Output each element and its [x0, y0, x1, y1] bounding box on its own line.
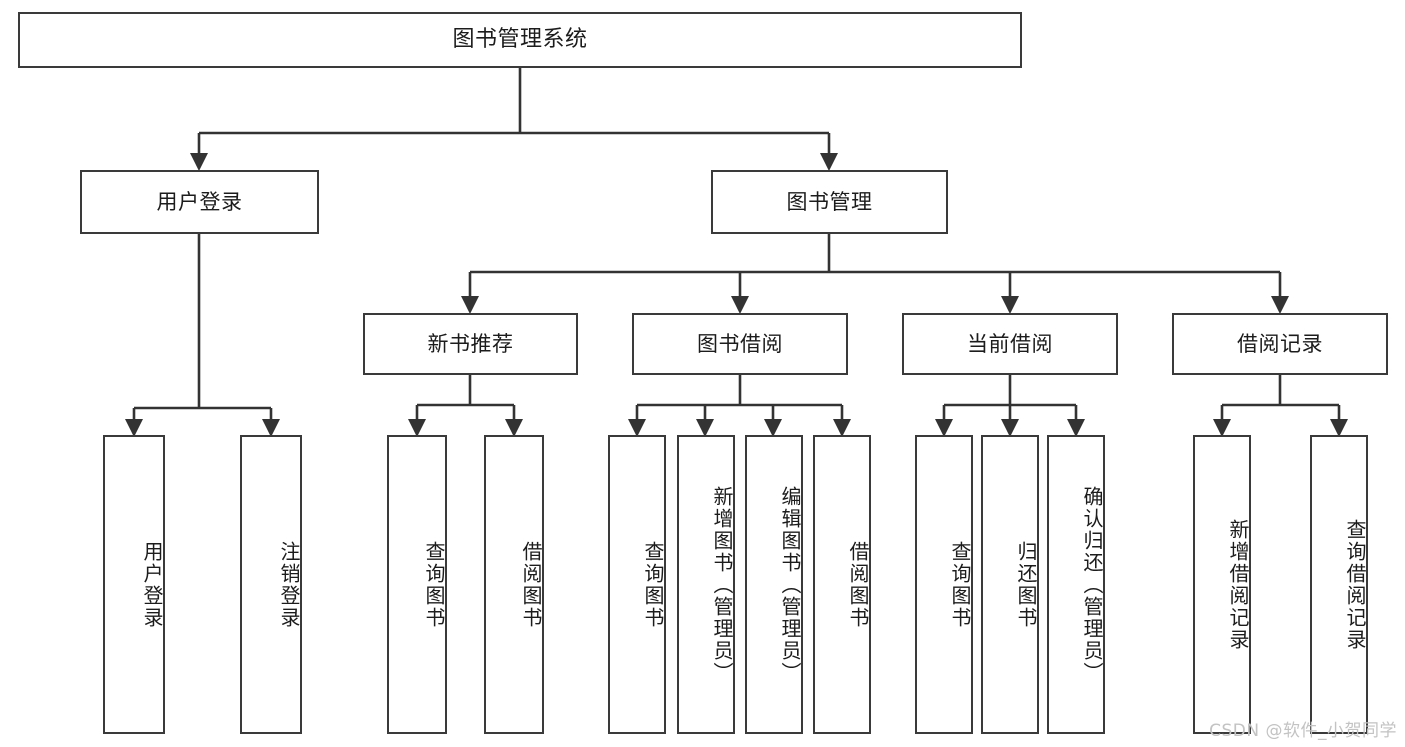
- node-leaf-user-login-label: 用户登录: [140, 540, 164, 629]
- node-leaf-borrow-book-2-label: 借阅图书: [846, 540, 870, 629]
- node-leaf-confirm-return-admin-label: 确认归还（管理员）: [1080, 485, 1104, 684]
- node-leaf-query-book-2-label: 查询图书: [641, 540, 665, 629]
- node-leaf-edit-book-admin[interactable]: 编辑图书（管理员）: [745, 435, 803, 734]
- node-leaf-query-book-3-label: 查询图书: [948, 540, 972, 629]
- node-leaf-logout-login-label: 注销登录: [277, 540, 301, 629]
- node-leaf-query-borrow-record-label: 查询借阅记录: [1343, 518, 1367, 651]
- node-leaf-borrow-book-1-label: 借阅图书: [519, 540, 543, 629]
- node-root-system[interactable]: 图书管理系统: [18, 12, 1022, 68]
- node-borrow-record-label: 借阅记录: [1237, 331, 1323, 356]
- node-current-borrow[interactable]: 当前借阅: [902, 313, 1118, 375]
- node-leaf-add-book-admin[interactable]: 新增图书（管理员）: [677, 435, 735, 734]
- node-leaf-add-borrow-record[interactable]: 新增借阅记录: [1193, 435, 1251, 734]
- node-new-book-recommend-label: 新书推荐: [427, 331, 514, 356]
- node-root-label: 图书管理系统: [452, 27, 588, 53]
- node-leaf-borrow-book-2[interactable]: 借阅图书: [813, 435, 871, 734]
- node-leaf-return-book-label: 归还图书: [1014, 540, 1038, 629]
- node-leaf-return-book[interactable]: 归还图书: [981, 435, 1039, 734]
- node-book-manage[interactable]: 图书管理: [711, 170, 948, 234]
- node-leaf-user-login[interactable]: 用户登录: [103, 435, 165, 734]
- node-leaf-query-borrow-record[interactable]: 查询借阅记录: [1310, 435, 1368, 734]
- node-leaf-logout-login[interactable]: 注销登录: [240, 435, 302, 734]
- node-leaf-confirm-return-admin[interactable]: 确认归还（管理员）: [1047, 435, 1105, 734]
- node-borrow-record[interactable]: 借阅记录: [1172, 313, 1388, 375]
- csdn-watermark: CSDN @软件_小贺同学: [1209, 721, 1397, 741]
- node-user-login[interactable]: 用户登录: [80, 170, 319, 234]
- node-leaf-query-book-3[interactable]: 查询图书: [915, 435, 973, 734]
- node-user-login-label: 用户登录: [156, 189, 243, 214]
- node-leaf-borrow-book-1[interactable]: 借阅图书: [484, 435, 544, 734]
- node-book-borrow-label: 图书借阅: [697, 331, 783, 356]
- node-book-manage-label: 图书管理: [786, 189, 873, 214]
- node-leaf-query-book-2[interactable]: 查询图书: [608, 435, 666, 734]
- node-leaf-add-borrow-record-label: 新增借阅记录: [1226, 518, 1250, 651]
- node-current-borrow-label: 当前借阅: [967, 331, 1053, 356]
- node-leaf-query-book-1[interactable]: 查询图书: [387, 435, 447, 734]
- node-leaf-edit-book-admin-label: 编辑图书（管理员）: [778, 485, 802, 684]
- node-leaf-query-book-1-label: 查询图书: [422, 540, 446, 629]
- node-book-borrow[interactable]: 图书借阅: [632, 313, 848, 375]
- node-new-book-recommend[interactable]: 新书推荐: [363, 313, 578, 375]
- node-leaf-add-book-admin-label: 新增图书（管理员）: [710, 485, 734, 684]
